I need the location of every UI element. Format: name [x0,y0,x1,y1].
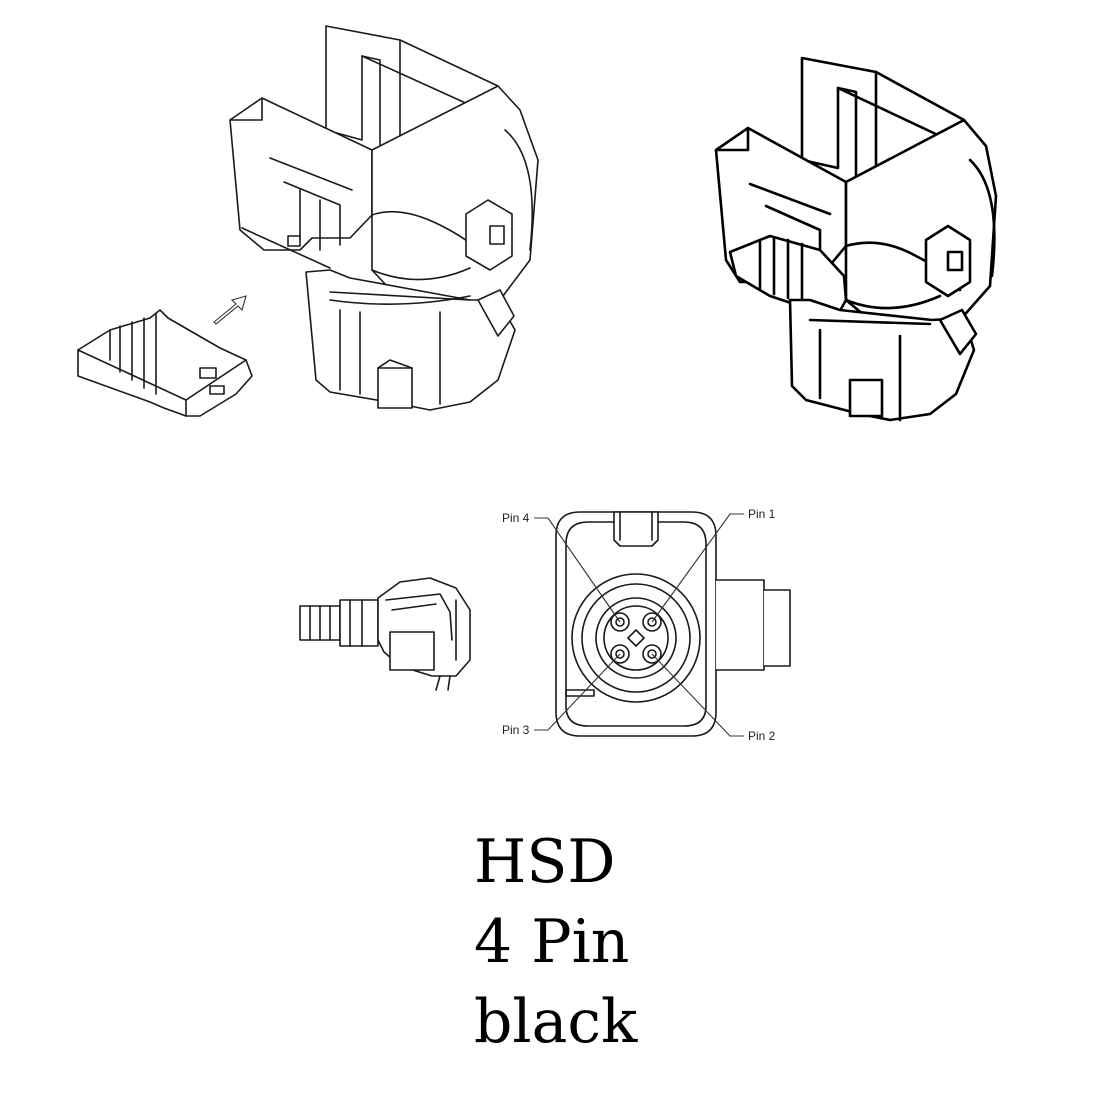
product-caption: HSD 4 Pin black [474,822,637,1062]
pin-1-label: Pin 1 [748,507,776,521]
pin-3-label: Pin 3 [502,723,530,737]
tpa-clip [77,309,253,417]
housing-assembled-view [714,56,998,422]
caption-pin-count: 4 Pin [474,907,630,977]
pin-2-label: Pin 2 [748,729,776,743]
connector-side-view [299,577,471,691]
caption-type: HSD [474,827,616,897]
caption-color: black [474,987,638,1057]
pin-4-label: Pin 4 [502,511,530,525]
housing-open-view [77,25,539,417]
insert-arrow-icon [213,295,247,325]
connector-front-view: Pin 4 Pin 1 Pin 3 Pin 2 [502,507,791,743]
